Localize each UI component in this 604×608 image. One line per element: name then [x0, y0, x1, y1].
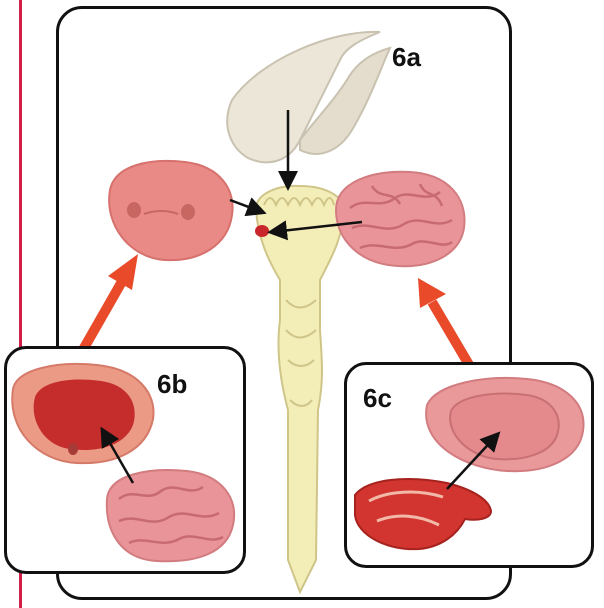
step-label-6b: 6b	[157, 369, 187, 400]
inset-6b: 6b	[4, 346, 246, 574]
left-hemisphere-shell	[109, 161, 232, 260]
step-label-6a: 6a	[392, 42, 421, 73]
inset-6c: 6c	[344, 362, 594, 568]
right-hemisphere	[336, 172, 465, 266]
step-label-6c: 6c	[363, 383, 392, 414]
corpus-callosum-part	[227, 32, 390, 162]
brain-stem-part	[255, 186, 344, 592]
inset-6b-illustration	[7, 349, 243, 571]
